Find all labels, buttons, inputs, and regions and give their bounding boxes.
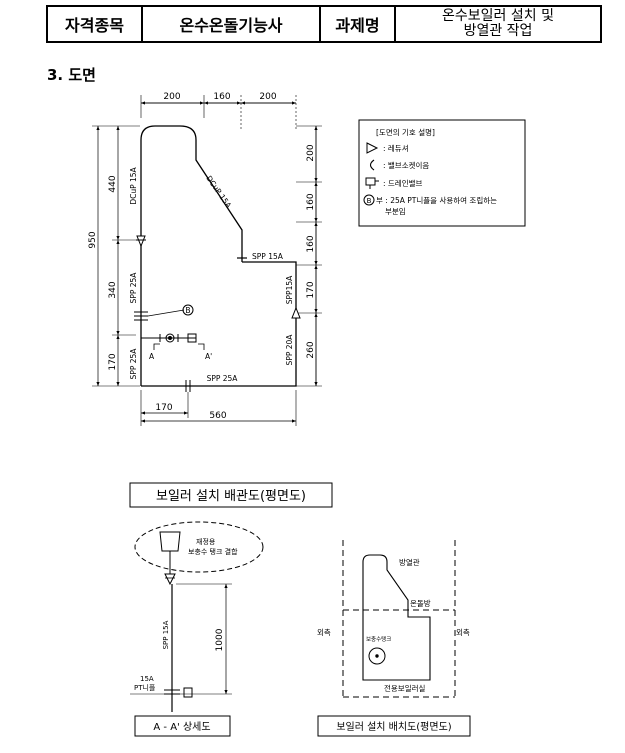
detail-caption: A - A' 상세도 — [153, 721, 210, 733]
section-mark-a-prime: A' — [205, 352, 212, 361]
detail-drawing — [130, 521, 264, 712]
pipe-label-dcup-diagonal: DCuP 15A — [204, 174, 233, 210]
pipe-label-spp25-bottom: SPP 25A — [207, 374, 239, 383]
drain-valve-icon — [365, 177, 379, 189]
header-label-subject: 자격종목 — [46, 5, 143, 43]
layout-label-tank: 보충수탱크 — [366, 635, 391, 643]
pipe-label-spp20-right: SPP 20A — [285, 334, 294, 366]
boiler-title-box — [129, 482, 333, 508]
layout-label-floor-room: 온돌방 — [410, 598, 431, 608]
layout-label-outside-right: 외측 — [456, 627, 470, 637]
header-table: 자격종목 온수온돌기능사 과제명 온수보일러 설치 및 방열관 작업 — [46, 5, 602, 43]
detail-caption-box — [134, 715, 231, 737]
header-task-line1: 온수보일러 설치 및 — [442, 8, 554, 24]
plan-dim-right-3: 160 — [306, 235, 316, 252]
header-value-subject: 온수온돌기능사 — [141, 5, 321, 43]
section-mark-a: A — [149, 352, 155, 361]
plan-dim-top-1: 200 — [163, 92, 180, 102]
plan-marker-b: B — [185, 306, 190, 315]
tank-label-line1: 재정용 — [196, 537, 216, 546]
section-title: 3. 도면 — [47, 66, 96, 84]
pipe-label-spp25-left-upper: SPP 25A — [129, 272, 138, 304]
plan-dim-left-2: 340 — [108, 281, 118, 298]
plan-dim-right-5: 260 — [306, 341, 316, 358]
layout-label-boiler-room: 전용보일러실 — [384, 683, 425, 693]
pipe-label-dcup-vertical: DCuP 15A — [129, 166, 138, 204]
header-label-task: 과제명 — [319, 5, 396, 43]
legend-item-3: : 드레인밸브 — [383, 178, 423, 188]
detail-pipe-label: SPP 15A — [162, 620, 170, 649]
nipple-label-line1: 15A — [140, 675, 154, 683]
plan-drawing — [92, 95, 322, 426]
legend-item-2: : 밸브소켓이음 — [383, 160, 429, 170]
layout-label-outside-left: 외측 — [317, 627, 331, 637]
tank-icon — [159, 531, 181, 552]
plan-dim-left-1: 440 — [108, 175, 118, 192]
plan-dim-right-4: 170 — [306, 281, 316, 298]
plan-dim-top-3: 200 — [259, 92, 276, 102]
pipe-label-spp15-top: SPP 15A — [252, 252, 284, 261]
boiler-title: 보일러 설치 배관도(평면도) — [156, 489, 306, 504]
plan-dim-right-1: 200 — [306, 144, 316, 161]
pipe-label-spp15-right: SPP15A — [285, 275, 294, 304]
legend-item-5: 부분임 — [385, 207, 406, 216]
legend-item-4: 부 : 25A PT니플을 사용하여 조립하는 — [376, 195, 497, 205]
layout-label-radiator: 방열관 — [399, 557, 420, 567]
marker-b-icon — [363, 194, 375, 206]
layout-drawing — [342, 540, 456, 698]
tank-label-line2: 보충수 탱크 결합 — [188, 547, 238, 556]
plan-dim-left-3: 170 — [108, 353, 118, 370]
nipple-label-line2: PT니플 — [134, 683, 156, 692]
layout-caption-box — [317, 715, 471, 737]
plan-dim-right-2: 160 — [306, 193, 316, 210]
plan-dim-left-outer: 950 — [88, 231, 98, 248]
valve-socket-icon — [369, 159, 375, 171]
legend-title: [도면의 기호 설명] — [376, 127, 435, 137]
plan-dim-bottom-1: 170 — [155, 403, 172, 413]
plan-dim-bottom-2: 560 — [209, 411, 226, 421]
reducer-icon — [366, 142, 379, 154]
legend-box: [도면의 기호 설명] : 레듀셔 : 밸브소켓이음 : 드레인밸브 B 부 :… — [358, 119, 526, 227]
legend-item-1: : 레듀셔 — [383, 144, 409, 153]
header-task-line2: 방열관 작업 — [463, 23, 533, 39]
plan-dim-top-2: 160 — [213, 92, 230, 102]
legend-marker-b: B — [367, 197, 372, 205]
header-value-task: 온수보일러 설치 및 방열관 작업 — [394, 5, 602, 43]
detail-dim-1000: 1000 — [215, 628, 225, 651]
layout-caption: 보일러 설치 배치도(평면도) — [336, 721, 451, 733]
pipe-label-spp25-left-lower: SPP 25A — [129, 348, 138, 380]
